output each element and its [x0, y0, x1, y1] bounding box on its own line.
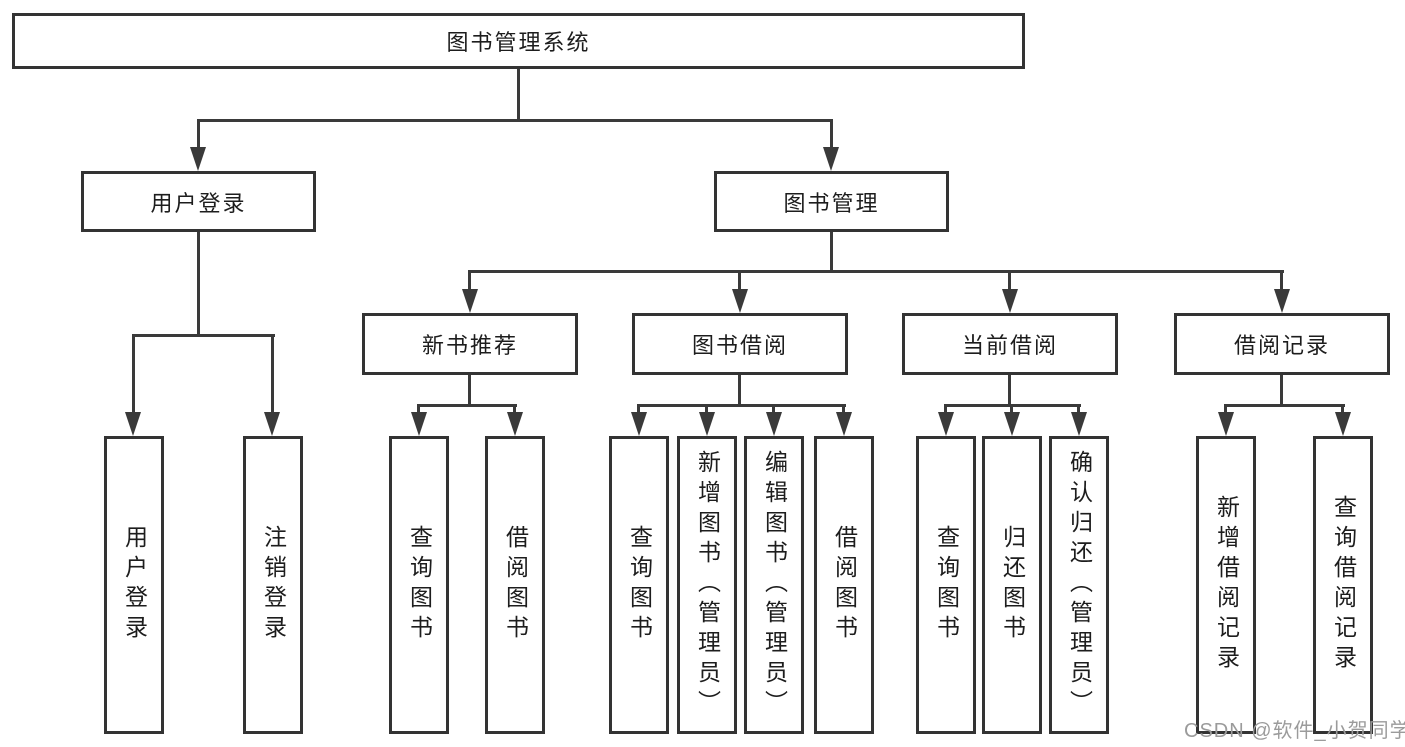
node-book-borrowing: 图书借阅: [632, 313, 848, 375]
leaf-label: 注销登录: [260, 525, 287, 645]
arrow-down-icon: [411, 412, 427, 436]
arrow-down-icon: [631, 412, 647, 436]
connector-group-stem: [1008, 375, 1011, 407]
arrow-down-icon: [1335, 412, 1351, 436]
arrow-down-icon: [699, 412, 715, 436]
connector-group-stem: [1280, 375, 1283, 407]
connector-leaf-drop: [637, 404, 640, 416]
connector-group-stem: [468, 375, 471, 407]
arrow-down-icon: [732, 289, 748, 313]
leaf-add-borrow-record: 新增借阅记录: [1196, 436, 1256, 734]
leaf-label: 归还图书: [999, 525, 1026, 645]
leaf-edit-book-admin: 编辑图书（管理员）: [744, 436, 804, 734]
connector-leaf-drop: [1010, 404, 1013, 416]
connector-leaf-drop: [132, 334, 135, 414]
leaf-label: 查询图书: [933, 525, 960, 645]
arrow-down-icon: [125, 412, 141, 436]
leaf-query-books: 查询图书: [389, 436, 449, 734]
connector-group-drop: [468, 270, 471, 292]
node-borrowing-records: 借阅记录: [1174, 313, 1390, 375]
leaf-query-books: 查询图书: [609, 436, 669, 734]
leaf-borrow-books: 借阅图书: [485, 436, 545, 734]
connector-leaf-drop: [271, 334, 274, 414]
arrow-down-icon: [1071, 412, 1087, 436]
connector-leaf-drop: [1077, 404, 1080, 416]
arrow-down-icon: [190, 147, 206, 171]
arrow-down-icon: [264, 412, 280, 436]
arrow-down-icon: [507, 412, 523, 436]
node-new-book-recommendation: 新书推荐: [362, 313, 578, 375]
leaf-label: 新增图书（管理员）: [694, 450, 721, 720]
watermark-text: CSDN @软件_小贺同学: [1184, 720, 1405, 742]
connector-leaf-drop: [1224, 404, 1227, 416]
node-user-login: 用户登录: [81, 171, 316, 232]
connector-group-drop: [1280, 270, 1283, 292]
connector-leaf-drop: [417, 404, 420, 416]
node-current-borrowing: 当前借阅: [902, 313, 1118, 375]
connector-leaf-drop: [1341, 404, 1344, 416]
leaf-label: 查询图书: [406, 525, 433, 645]
leaf-add-book-admin: 新增图书（管理员）: [677, 436, 737, 734]
leaf-label: 借阅图书: [831, 525, 858, 645]
leaf-logout: 注销登录: [243, 436, 303, 734]
leaf-label: 用户登录: [121, 525, 148, 645]
connector-group-drop: [1008, 270, 1011, 292]
connector-mgmt-drop: [830, 119, 833, 149]
connector-leaf-drop: [944, 404, 947, 416]
connector-mgmt-horizontal: [468, 270, 1284, 273]
arrow-down-icon: [1002, 289, 1018, 313]
arrow-down-icon: [1274, 289, 1290, 313]
leaf-query-books: 查询图书: [916, 436, 976, 734]
leaf-label: 借阅图书: [502, 525, 529, 645]
leaf-query-borrow-record: 查询借阅记录: [1313, 436, 1373, 734]
connector-root-horizontal: [197, 119, 833, 122]
leaf-label: 新增借阅记录: [1213, 495, 1240, 675]
connector-leaf-drop: [772, 404, 775, 416]
leaf-label: 查询借阅记录: [1330, 495, 1357, 675]
arrow-down-icon: [1218, 412, 1234, 436]
node-book-management: 图书管理: [714, 171, 949, 232]
connector-login-drop: [197, 119, 200, 149]
connector-login-horizontal: [132, 334, 275, 337]
leaf-label: 编辑图书（管理员）: [761, 450, 788, 720]
leaf-user-login: 用户登录: [104, 436, 164, 734]
arrow-down-icon: [823, 147, 839, 171]
connector-root-stem: [517, 69, 520, 121]
connector-login-stem: [197, 232, 200, 336]
arrow-down-icon: [462, 289, 478, 313]
connector-mgmt-stem: [830, 232, 833, 272]
leaf-borrow-books: 借阅图书: [814, 436, 874, 734]
connector-group-horizontal: [417, 404, 517, 407]
node-library-management-system: 图书管理系统: [12, 13, 1025, 69]
connector-group-horizontal: [637, 404, 846, 407]
leaf-label: 查询图书: [626, 525, 653, 645]
connector-leaf-drop: [705, 404, 708, 416]
leaf-confirm-return-admin: 确认归还（管理员）: [1049, 436, 1109, 734]
connector-leaf-drop: [513, 404, 516, 416]
leaf-return-books: 归还图书: [982, 436, 1042, 734]
leaf-label: 确认归还（管理员）: [1066, 450, 1093, 720]
arrow-down-icon: [1004, 412, 1020, 436]
connector-leaf-drop: [842, 404, 845, 416]
arrow-down-icon: [766, 412, 782, 436]
connector-group-stem: [738, 375, 741, 407]
arrow-down-icon: [836, 412, 852, 436]
connector-group-horizontal: [1224, 404, 1345, 407]
connector-group-drop: [738, 270, 741, 292]
arrow-down-icon: [938, 412, 954, 436]
